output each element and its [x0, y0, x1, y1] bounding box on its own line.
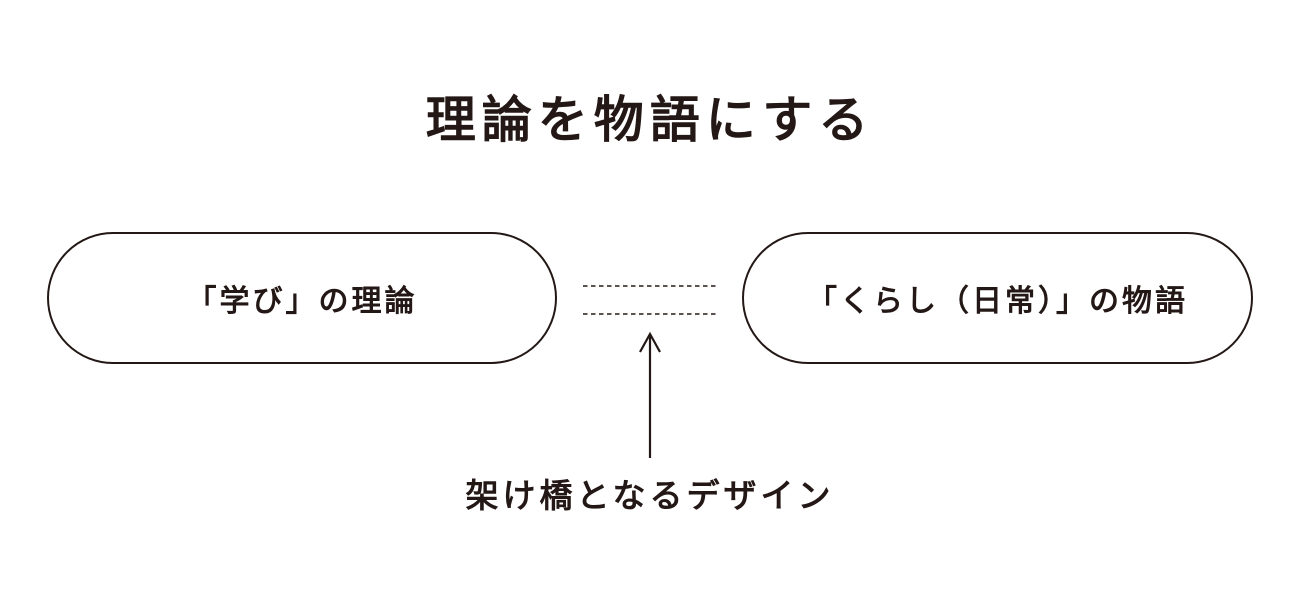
daily-life-story-pill: 「くらし（日常）」の物語 — [742, 232, 1253, 364]
bridge-caption: 架け橋となるデザイン — [465, 476, 835, 515]
daily-life-story-label: 「くらし（日常）」の物語 — [807, 284, 1188, 319]
learning-theory-label: 「学び」の理論 — [186, 284, 418, 319]
diagram-title: 理論を物語にする — [425, 91, 875, 149]
learning-theory-pill: 「学び」の理論 — [47, 232, 557, 364]
bridge-arrow-head-icon — [639, 331, 661, 353]
